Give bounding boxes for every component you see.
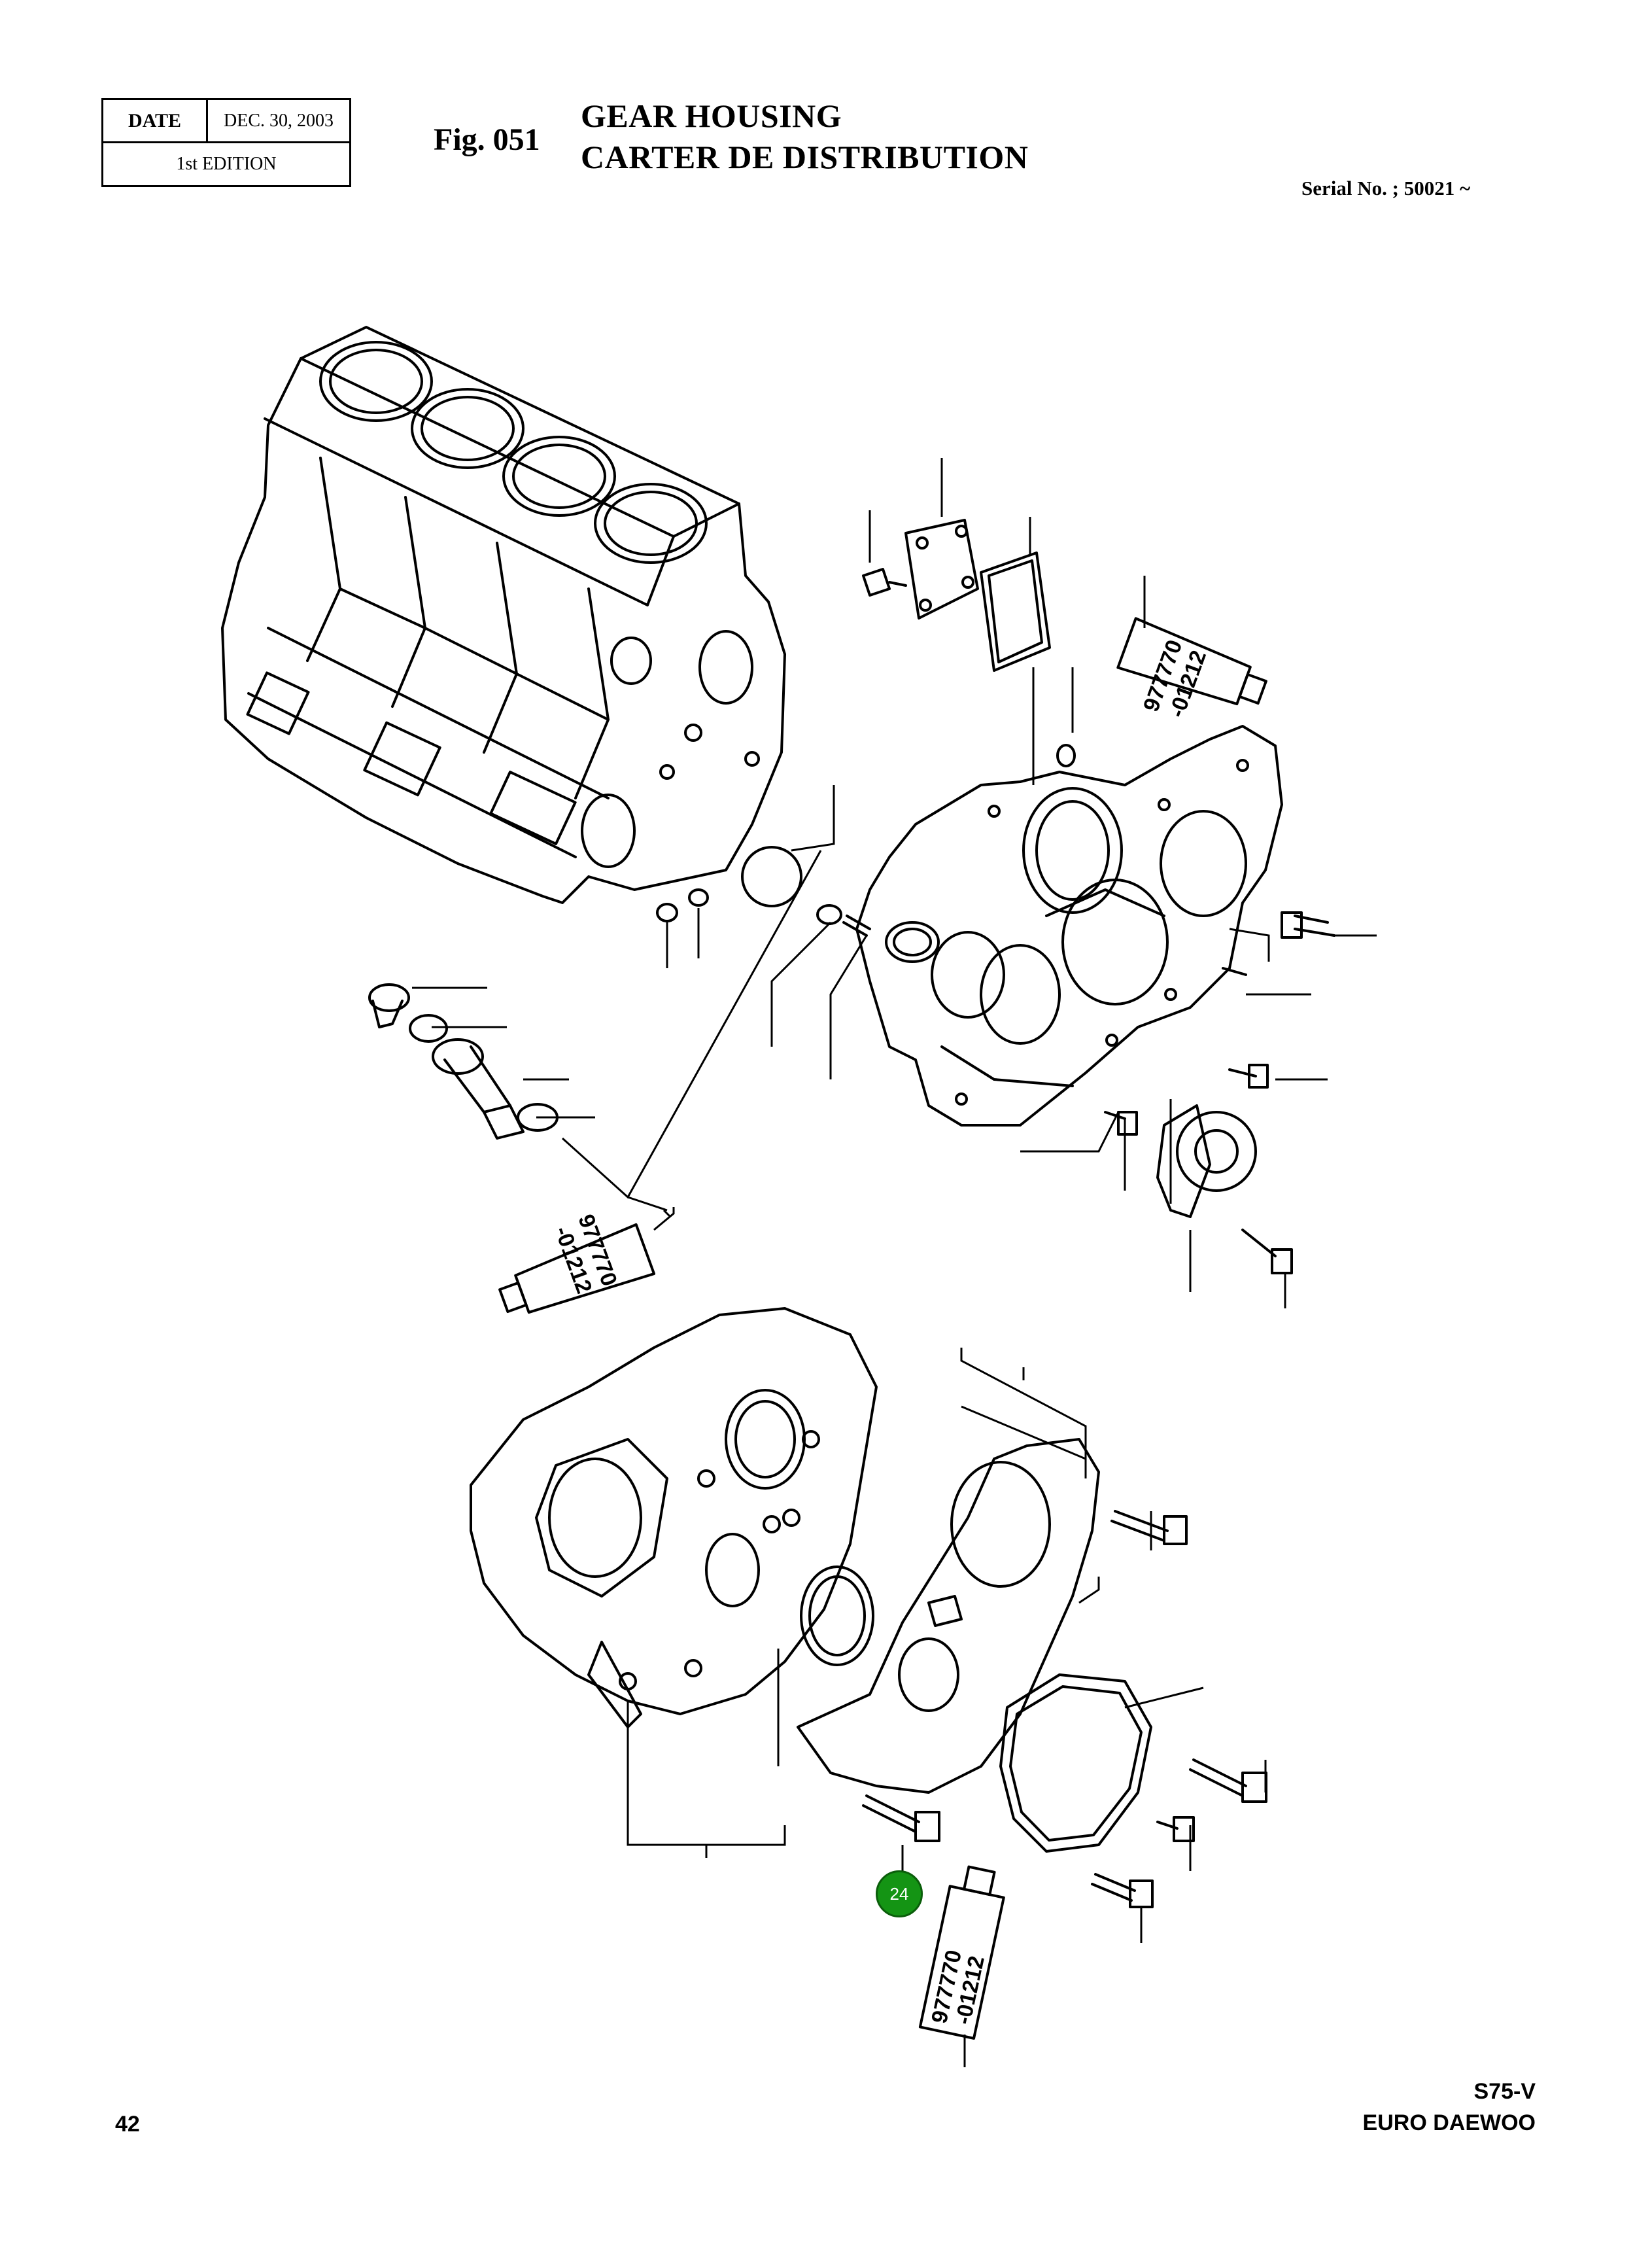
edition-label: 1st EDITION [176, 154, 277, 174]
date-edition-box: DATE DEC. 30, 2003 1st EDITION [101, 98, 351, 187]
leader-lines [412, 458, 1377, 2067]
front-gasket [797, 1438, 1100, 1794]
lower-bolts [862, 1510, 1267, 1908]
date-value: DEC. 30, 2003 [224, 110, 334, 131]
sealant-tube-lower: 977770 -01212 [918, 1865, 1005, 2040]
bolts [1104, 911, 1335, 1274]
sealant-tube-upper: 977770 -01212 [1116, 617, 1267, 721]
oil-filler-parts [368, 983, 559, 1140]
cylinder-block [221, 326, 786, 904]
page-number: 42 [115, 2112, 140, 2137]
date-label: DATE [103, 100, 208, 141]
oil-seal [800, 1565, 874, 1666]
gear-housing [855, 725, 1283, 1127]
inspection-cover [862, 519, 1051, 672]
front-cover-plate [999, 1673, 1152, 1853]
o-rings [656, 744, 1076, 937]
figure-number: Fig. 051 [434, 122, 540, 157]
front-gear-case [470, 1307, 878, 1728]
title-french: CARTER DE DISTRIBUTION [581, 139, 1029, 175]
sealant-tube-middle: 977770 -01212 [498, 1211, 656, 1314]
title-english: GEAR HOUSING [581, 97, 842, 134]
date-row: DATE DEC. 30, 2003 [103, 100, 349, 143]
oil-pump-gear [1156, 1104, 1257, 1218]
serial-number: Serial No. ; 50021 ~ [1301, 177, 1471, 200]
brand-name: EURO DAEWOO [1362, 2110, 1536, 2135]
callout-marker-24[interactable]: 24 [876, 1870, 923, 1917]
model-name: S75-V [1473, 2079, 1536, 2104]
